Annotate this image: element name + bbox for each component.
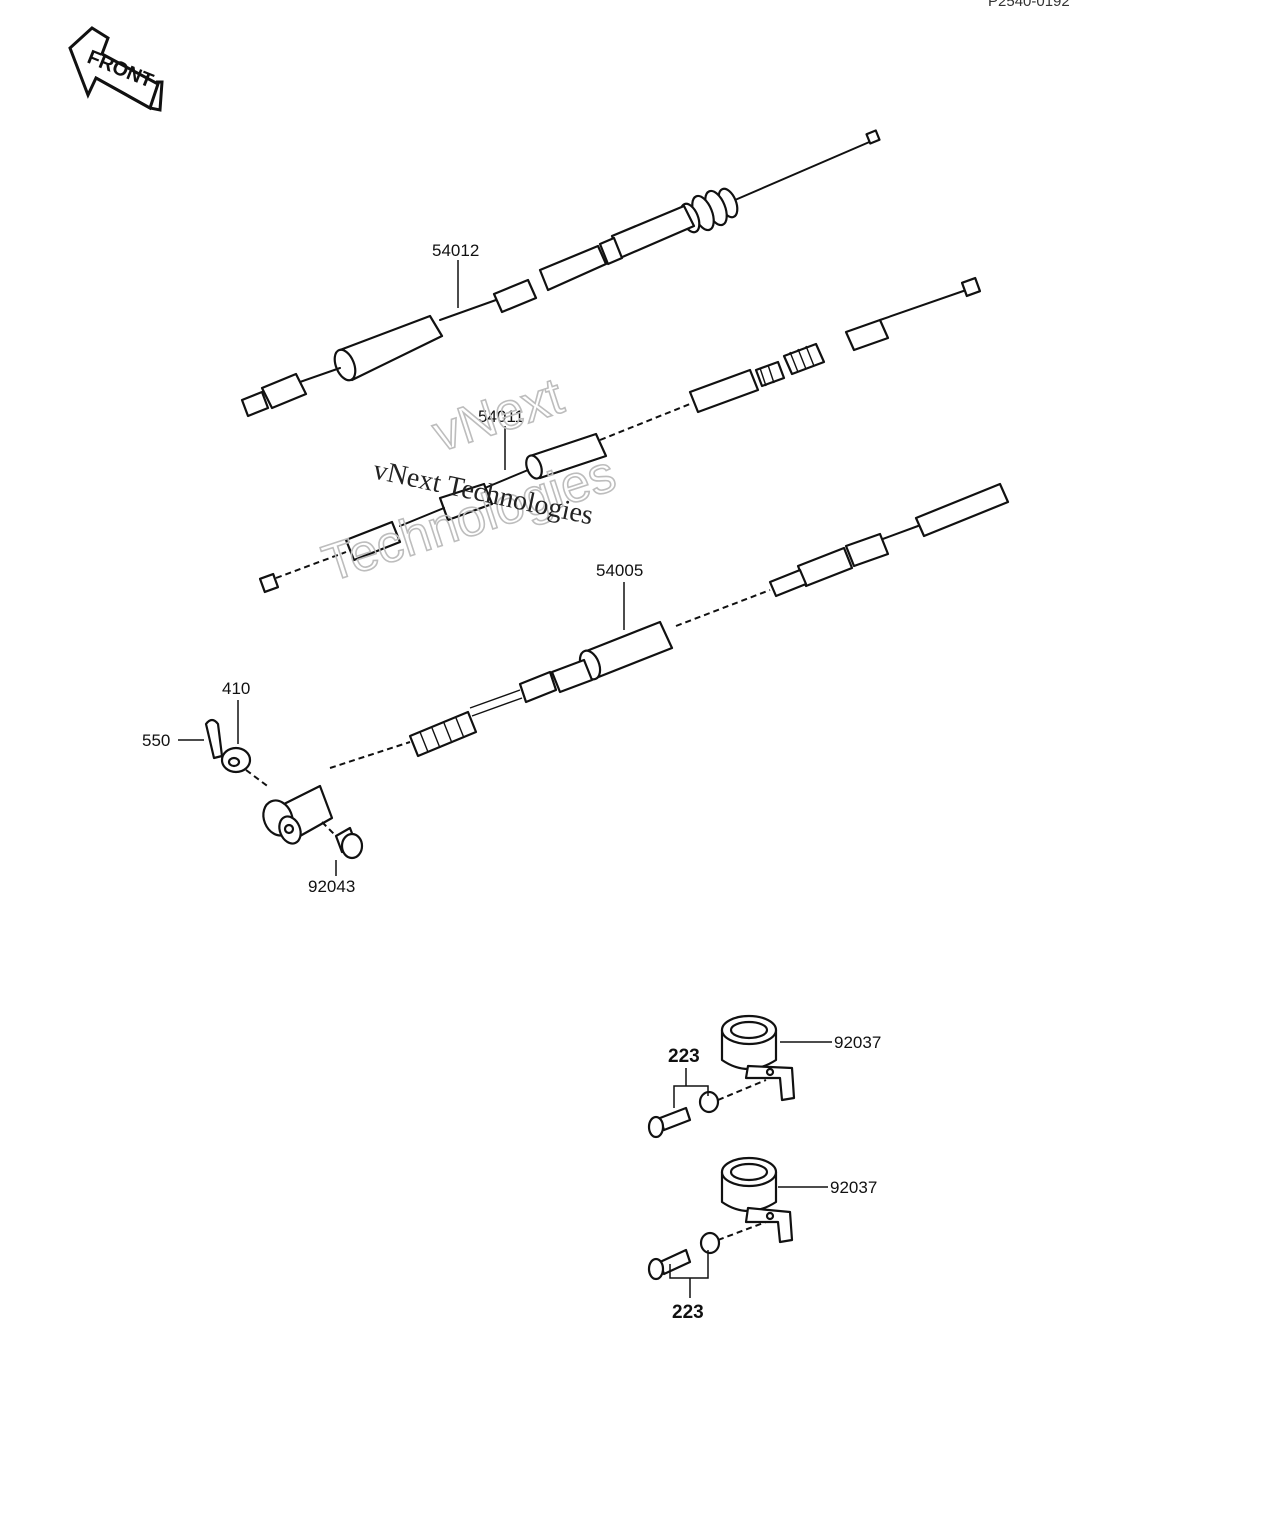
screw-set-top: [647, 1079, 767, 1139]
figure-code: P2540-0192: [988, 0, 1070, 10]
label-92037-top: 92037: [834, 1033, 881, 1052]
leader-lines: [178, 260, 832, 1298]
washer: [220, 746, 271, 789]
label-223-bottom: 223: [672, 1302, 704, 1323]
label-54011: 54011: [478, 407, 524, 426]
screw-set-bottom: [647, 1221, 767, 1281]
front-arrow-icon: FRONT: [68, 26, 164, 112]
cable-54011: [258, 276, 982, 594]
cable-54012: [240, 129, 881, 418]
label-92037-bottom: 92037: [830, 1178, 877, 1197]
label-92043: 92043: [308, 877, 355, 896]
cotter-pin: [204, 718, 224, 760]
clevis-pin: [321, 821, 364, 860]
cable-54005: [262, 482, 1010, 845]
label-223-top: 223: [668, 1046, 700, 1067]
clamp-top: [720, 1014, 796, 1102]
label-54005: 54005: [596, 561, 643, 580]
label-550: 550: [142, 731, 170, 750]
label-410: 410: [222, 679, 250, 698]
label-54012: 54012: [432, 241, 479, 260]
clamp-bottom: [720, 1156, 794, 1244]
